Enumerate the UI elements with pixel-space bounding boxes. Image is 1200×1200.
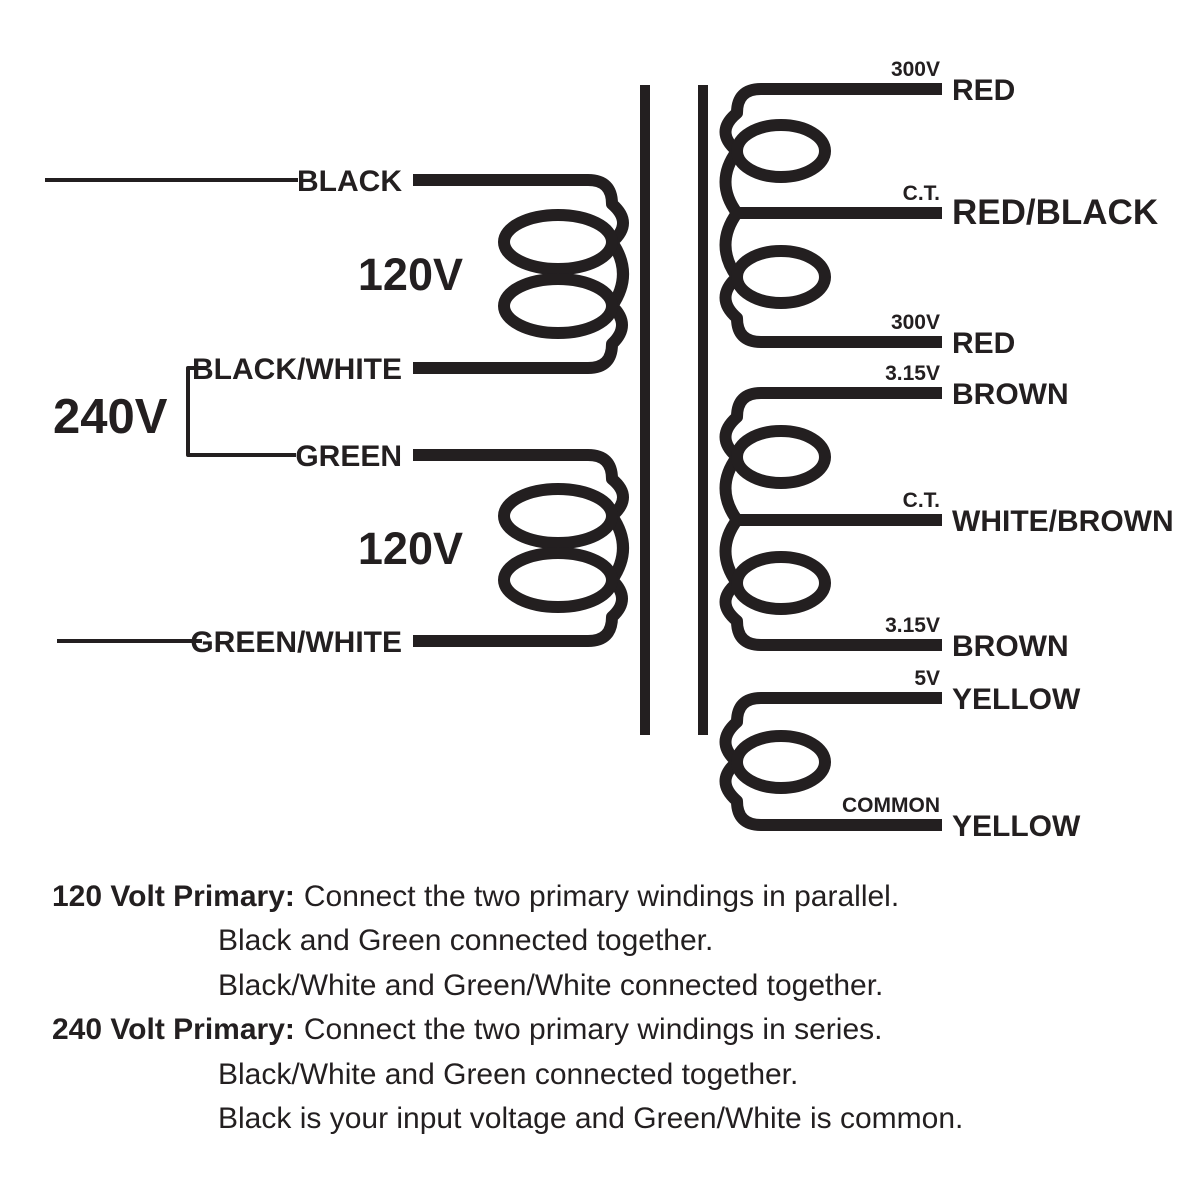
note-240v-text: Connect the two primary windings in seri… xyxy=(303,1013,883,1047)
secondary-lead-label-red-bottom: RED xyxy=(952,327,1015,360)
note-120v-detail-1-text: Black and Green connected together. xyxy=(218,924,714,958)
note-120v-text: Connect the two primary windings in para… xyxy=(303,880,900,913)
note-120v-detail-1: Black and Green connected together. xyxy=(52,919,1172,963)
secondary-tap-label-300v-bottom: 300V xyxy=(891,311,940,334)
secondary-tap-label-5v: 5V xyxy=(914,667,940,690)
primary-voltage-label-2: 120V xyxy=(358,523,463,574)
secondary-tap-label-common: COMMON xyxy=(842,794,940,817)
note-120v-main: 120 Volt Primary:Connect the two primary… xyxy=(52,875,1172,919)
primary-winding-2-coil xyxy=(413,449,629,647)
primary-winding-1-loop-2 xyxy=(498,273,618,339)
note-240v-title: 240 Volt Primary: xyxy=(52,1013,295,1047)
primary-lead-label-green-white: GREEN/WHITE xyxy=(190,626,402,659)
secondary-lead-label-yellow-top: YELLOW xyxy=(952,683,1081,716)
note-120v-title: 120 Volt Primary: xyxy=(52,880,295,913)
primary-winding-2-loop-2 xyxy=(498,547,618,613)
secondary-hv-loop-1 xyxy=(731,119,831,183)
note-120v-detail-2-text: Black/White and Green/White connected to… xyxy=(218,968,884,1002)
core-bar-right xyxy=(698,85,708,735)
core-bar-left xyxy=(640,85,650,735)
secondary-hv-loop-2 xyxy=(731,245,831,309)
secondary-lead-label-yellow-bottom: YELLOW xyxy=(952,810,1081,843)
note-240v-detail-2-text: Black is your input voltage and Green/Wh… xyxy=(218,1101,964,1135)
bracket-240v xyxy=(186,366,296,457)
note-240v-detail-1: Black/White and Green connected together… xyxy=(52,1053,1172,1097)
secondary-lead-label-red-top: RED xyxy=(952,74,1015,107)
note-120v-detail-2: Black/White and Green/White connected to… xyxy=(52,964,1172,1008)
diagram-graphic: BLACK 120V BLACK/WHITE 240V GREEN 120V G… xyxy=(45,58,1174,843)
secondary-heater-loop-2 xyxy=(731,551,831,615)
secondary-tap-label-315v-bottom: 3.15V xyxy=(885,614,940,637)
secondary-lead-label-red-black: RED/BLACK xyxy=(952,193,1158,232)
primary-voltage-label-1: 120V xyxy=(358,249,463,300)
connection-notes: 120 Volt Primary:Connect the two primary… xyxy=(52,875,1172,1141)
note-240v-detail-2: Black is your input voltage and Green/Wh… xyxy=(52,1097,1172,1141)
note-240v-main: 240 Volt Primary:Connect the two primary… xyxy=(52,1008,1172,1052)
secondary-lead-label-brown-bottom: BROWN xyxy=(952,630,1069,663)
primary-lead-label-black: BLACK xyxy=(297,165,402,198)
secondary-tap-label-315v-top: 3.15V xyxy=(885,362,940,385)
primary-lead-label-green: GREEN xyxy=(295,440,402,473)
primary-winding-1-coil xyxy=(413,174,629,374)
primary-winding-2-loop-1 xyxy=(498,483,618,549)
secondary-tap-label-ct-hv: C.T. xyxy=(903,182,940,205)
note-240v-detail-1-text: Black/White and Green connected together… xyxy=(218,1057,799,1091)
secondary-tap-label-ct-heater: C.T. xyxy=(903,489,940,512)
secondary-tap-label-300v-top: 300V xyxy=(891,58,940,81)
primary-lead-label-black-white: BLACK/WHITE xyxy=(192,353,402,386)
primary-winding-1-loop-1 xyxy=(498,209,618,275)
primary-voltage-label-240: 240V xyxy=(53,390,168,444)
secondary-lead-label-brown-top: BROWN xyxy=(952,378,1069,411)
secondary-5v-loop-1 xyxy=(731,730,831,794)
secondary-heater-loop-1 xyxy=(731,425,831,489)
secondary-lead-label-white-brown: WHITE/BROWN xyxy=(952,505,1174,538)
